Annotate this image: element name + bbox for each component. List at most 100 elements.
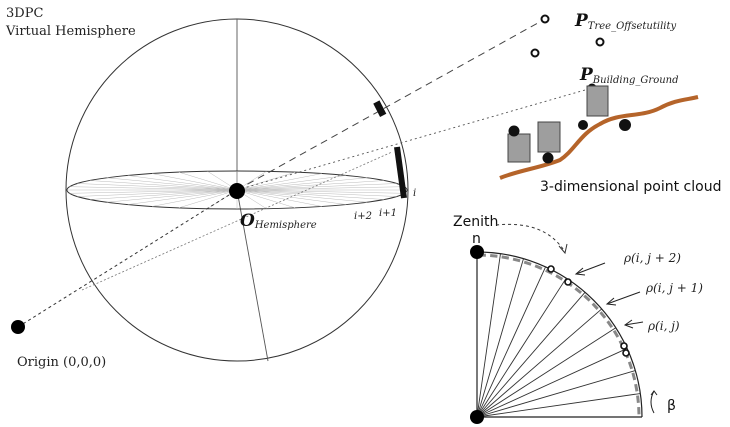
rim-tick: [631, 372, 637, 381]
center-label: OHemisphere: [240, 211, 317, 231]
quarter-center-point: [470, 410, 484, 424]
cloud-point: [530, 48, 540, 58]
building-projection-mark: [394, 146, 407, 199]
title-line-1: 3DPC: [6, 6, 43, 21]
label-i-plus-1: i+1: [379, 208, 397, 219]
quarter-ray: [476, 348, 628, 418]
rho-label-1: ρ(i, j + 2): [623, 251, 681, 265]
zenith-arrow: [495, 223, 566, 253]
cloud-point: [595, 37, 605, 47]
equator-ray: [77, 183, 238, 191]
rho-label-2: ρ(i, j + 1): [645, 281, 703, 295]
rho-arrow-3: [624, 321, 644, 326]
point-cloud-label: 3-dimensional point cloud: [540, 179, 721, 195]
rim-tick: [599, 311, 607, 319]
zenith-arrow-head: [558, 243, 568, 255]
equator-ray: [151, 189, 238, 207]
cloud-object: [578, 120, 588, 130]
origin-label: Origin (0,0,0): [17, 355, 106, 370]
quarter-ray: [476, 277, 567, 418]
point-cloud: PTree_Offsetutility PBuilding_Ground: [499, 11, 699, 180]
building-block: [586, 85, 609, 117]
equator-ray: [106, 189, 238, 203]
center-label-sub: Hemisphere: [254, 220, 317, 231]
equator-ray: [236, 189, 347, 205]
building-block: [507, 133, 531, 163]
equator-ray: [236, 189, 385, 200]
equator-rays: [67, 171, 407, 209]
equator-ray: [151, 173, 238, 191]
building-sightline: [236, 87, 593, 191]
lower-chord: [81, 151, 393, 291]
equator-ray: [77, 189, 238, 197]
arc-sample-point: [547, 265, 555, 273]
equator-ray: [236, 183, 397, 191]
zenith-point: [470, 245, 484, 259]
equator-ray: [69, 189, 238, 194]
equator-ray: [89, 180, 238, 191]
virtual-sphere: [65, 18, 409, 362]
rim-tick: [523, 260, 532, 266]
equator-ray: [236, 177, 368, 191]
quarter-rays: [476, 253, 641, 418]
equator-ray: [236, 189, 397, 197]
rim-tick: [634, 383, 639, 392]
zenith-label: Zenith: [453, 214, 498, 230]
equator-ray: [89, 189, 238, 200]
quarter-arc: [476, 251, 643, 418]
equator-ray: [106, 177, 238, 191]
equator-ray: [236, 189, 323, 207]
tree-projection-mark: [373, 100, 387, 117]
quarter-ray: [476, 308, 602, 418]
beta-label: β: [667, 398, 676, 414]
quarter-ray: [476, 370, 636, 418]
rho-arrow-head: [605, 297, 617, 306]
equator-ray: [178, 171, 238, 191]
tree-point-label-main: P: [574, 11, 589, 31]
quarter-ray: [476, 266, 546, 418]
building-point-label-main: P: [579, 65, 594, 85]
n-label: n: [472, 231, 481, 247]
equator-ray: [69, 186, 238, 191]
rim-tick: [534, 264, 543, 270]
quarter-ticks: [478, 253, 641, 415]
tree-point-label: PTree_Offsetutility: [574, 11, 677, 32]
rho-arrow-2: [606, 291, 641, 305]
rim-tick: [574, 287, 583, 295]
equator-ray: [236, 180, 385, 191]
equator-ray: [236, 189, 368, 203]
quarter-circle: [476, 251, 643, 418]
origin-sightline: [17, 189, 238, 328]
equator-ray: [236, 173, 323, 191]
rim-tick: [627, 361, 634, 370]
rim-tick: [591, 302, 599, 310]
sphere-lower-radius: [236, 189, 269, 362]
equator-ray: [236, 189, 296, 209]
rim-tick: [512, 257, 521, 263]
equator-ray: [236, 189, 405, 194]
equator-ray: [236, 186, 405, 191]
terrain-line: [499, 95, 699, 180]
quarter-ray: [476, 258, 524, 418]
origin-point: [11, 320, 25, 334]
tree-point: [540, 14, 550, 24]
building-point-label: PBuilding_Ground: [579, 65, 679, 86]
equator-ray: [178, 189, 238, 209]
building-point-label-sub: Building_Ground: [592, 75, 679, 86]
rho-arrow-head: [574, 267, 586, 276]
quarter-ray: [476, 393, 641, 418]
label-i-plus-2: i+2: [354, 211, 372, 222]
tree-point-label-sub: Tree_Offsetutility: [588, 21, 677, 32]
rim-tick: [612, 330, 620, 338]
rho-arrow-head: [623, 319, 634, 329]
cloud-object: [619, 119, 631, 131]
equator-ray: [236, 175, 347, 191]
beta-arrow-head: [650, 390, 658, 396]
rim-tick: [606, 320, 614, 329]
arc-sample-point: [620, 342, 628, 350]
equator-ray: [127, 175, 238, 191]
cloud-object: [508, 125, 520, 137]
label-i: i: [413, 188, 416, 199]
arc-sample-point: [622, 349, 630, 357]
